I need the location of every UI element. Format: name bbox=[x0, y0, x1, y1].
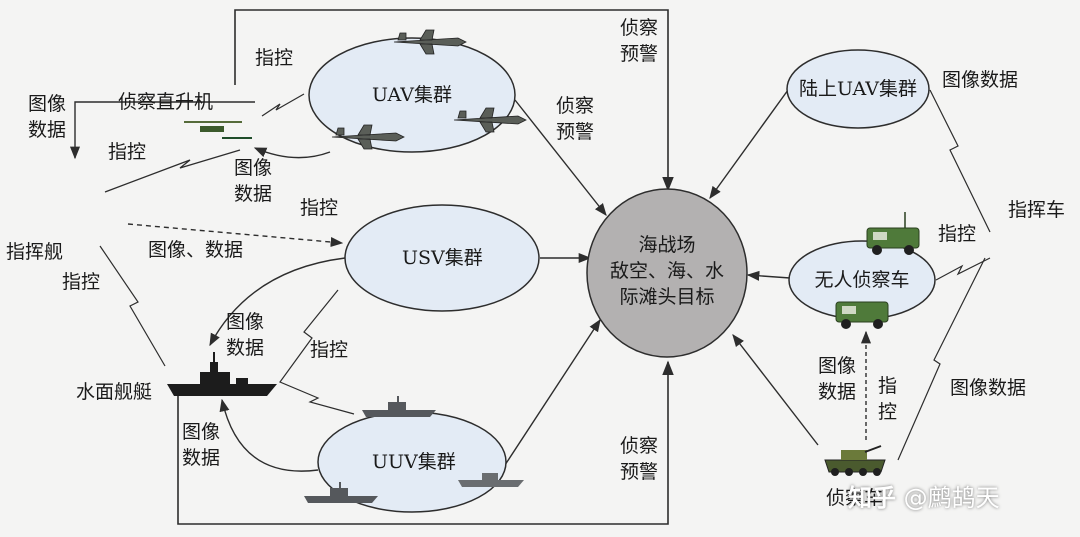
image-data-top-left-label-1: 图像 bbox=[28, 93, 67, 115]
armored-vehicle-icon bbox=[824, 445, 886, 476]
uav-cluster-label: UAV集群 bbox=[372, 84, 452, 106]
image-data-usv-label: 图像、数据 bbox=[148, 239, 244, 261]
warship-icon bbox=[362, 396, 436, 417]
recon-warning-bottom-label-1: 侦察 bbox=[620, 435, 659, 457]
recon-warning-top-label-1: 侦察 bbox=[620, 17, 659, 39]
watermark-logo: 知乎 bbox=[848, 484, 896, 512]
bottom-loop-line bbox=[177, 360, 674, 525]
uav-image-data-curve bbox=[253, 147, 331, 159]
helicopter-label: 侦察直升机 bbox=[118, 91, 214, 113]
command-usv-label: 指控 bbox=[300, 197, 339, 219]
warship-icon bbox=[458, 473, 524, 487]
command-vehicle-cmd-label: 指控 bbox=[938, 223, 977, 245]
military-truck-icon bbox=[835, 301, 889, 329]
command-heli-uav-label: 指控 bbox=[255, 47, 294, 69]
center-line-2: 敌空、海、水 bbox=[609, 260, 724, 282]
recon-vehicle-to-center-arrow bbox=[732, 334, 819, 446]
command-ship-heli-label: 指控 bbox=[108, 141, 147, 163]
land-uav-to-center-arrow bbox=[709, 89, 789, 200]
image-data-down-arrow bbox=[69, 101, 255, 160]
image-data-land-uav-label: 图像数据 bbox=[942, 69, 1019, 91]
recon-warning-uav-label-1: 侦察 bbox=[556, 95, 595, 117]
uuv-image-data-curve bbox=[219, 398, 319, 472]
vehicle-to-cmd-zigzag bbox=[935, 257, 991, 281]
usv-cluster-label: USV集群 bbox=[402, 247, 483, 269]
command-ship-vessel-label: 指控 bbox=[62, 271, 101, 293]
recon-to-cmd-zigzag bbox=[897, 257, 986, 461]
recon-warning-top-label-2: 预警 bbox=[620, 43, 659, 65]
image-data-top-left-label-2: 数据 bbox=[28, 119, 67, 141]
usv-to-uuv-zigzag bbox=[279, 289, 355, 415]
vehicle-to-center-arrow bbox=[746, 270, 791, 281]
fighter-jet-icon bbox=[393, 29, 467, 55]
land-uav-cluster-ellipse bbox=[786, 49, 930, 129]
military-truck-icon bbox=[866, 212, 920, 255]
fighter-jet-icon bbox=[331, 124, 405, 150]
image-data-uuv-label-2: 数据 bbox=[182, 447, 221, 469]
unmanned-vehicle-label: 无人侦察车 bbox=[814, 269, 910, 291]
image-data-vertical-label-2: 数据 bbox=[818, 381, 857, 403]
center-target-ellipse bbox=[586, 188, 748, 358]
uuv-cluster-label: UUV集群 bbox=[372, 451, 456, 473]
command-ship-label: 指挥舰 bbox=[6, 241, 64, 263]
command-vertical-label-1: 指 bbox=[878, 375, 898, 397]
recon-warning-bottom-label-2: 预警 bbox=[620, 461, 659, 483]
command-usv-uuv-label: 指控 bbox=[310, 339, 349, 361]
center-line-3: 际滩头目标 bbox=[619, 286, 715, 308]
recon-warning-uav-label-2: 预警 bbox=[556, 121, 595, 143]
command-vehicle-label: 指挥车 bbox=[1008, 199, 1066, 221]
surface-vessel-label: 水面舰艇 bbox=[76, 381, 153, 403]
image-data-uav-label-2: 数据 bbox=[234, 183, 273, 205]
heli-to-uav-zigzag bbox=[261, 93, 305, 117]
ship-to-heli-zigzag bbox=[104, 149, 241, 193]
image-data-recon-vehicle-label: 图像数据 bbox=[950, 377, 1027, 399]
uuv-to-center-arrow bbox=[504, 318, 601, 466]
helicopter-icon bbox=[184, 121, 252, 139]
fighter-jet-icon bbox=[453, 107, 527, 133]
image-data-uuv-label-1: 图像 bbox=[182, 421, 221, 443]
warship-icon bbox=[304, 482, 378, 503]
usv-image-data-curve bbox=[209, 257, 346, 347]
uav-to-center-arrow bbox=[514, 99, 607, 216]
land-uav-cluster-label: 陆上UAV集群 bbox=[799, 78, 917, 100]
land-uav-to-cmd-zigzag bbox=[929, 89, 991, 233]
ship-to-vessel-zigzag bbox=[99, 245, 166, 367]
command-vertical-label-2: 控 bbox=[878, 401, 898, 423]
image-data-usv-vessel-label-1: 图像 bbox=[226, 311, 265, 333]
top-loop-line bbox=[234, 9, 674, 192]
uav-cluster-ellipse bbox=[308, 37, 516, 153]
image-data-uav-label-1: 图像 bbox=[234, 157, 273, 179]
warship-icon bbox=[167, 352, 277, 396]
image-data-vertical-label-1: 图像 bbox=[818, 355, 857, 377]
center-target-label: 海战场 敌空、海、水 际滩头目标 bbox=[592, 232, 742, 310]
usv-cluster-ellipse bbox=[344, 204, 540, 312]
image-data-usv-vessel-label-2: 数据 bbox=[226, 337, 265, 359]
center-line-1: 海战场 bbox=[638, 234, 696, 256]
watermark-author: @鹧鸪天 bbox=[903, 484, 1000, 512]
watermark: 知乎 @鹧鸪天 bbox=[848, 478, 1000, 513]
recon-vehicle-label: 侦察车 bbox=[826, 487, 884, 509]
